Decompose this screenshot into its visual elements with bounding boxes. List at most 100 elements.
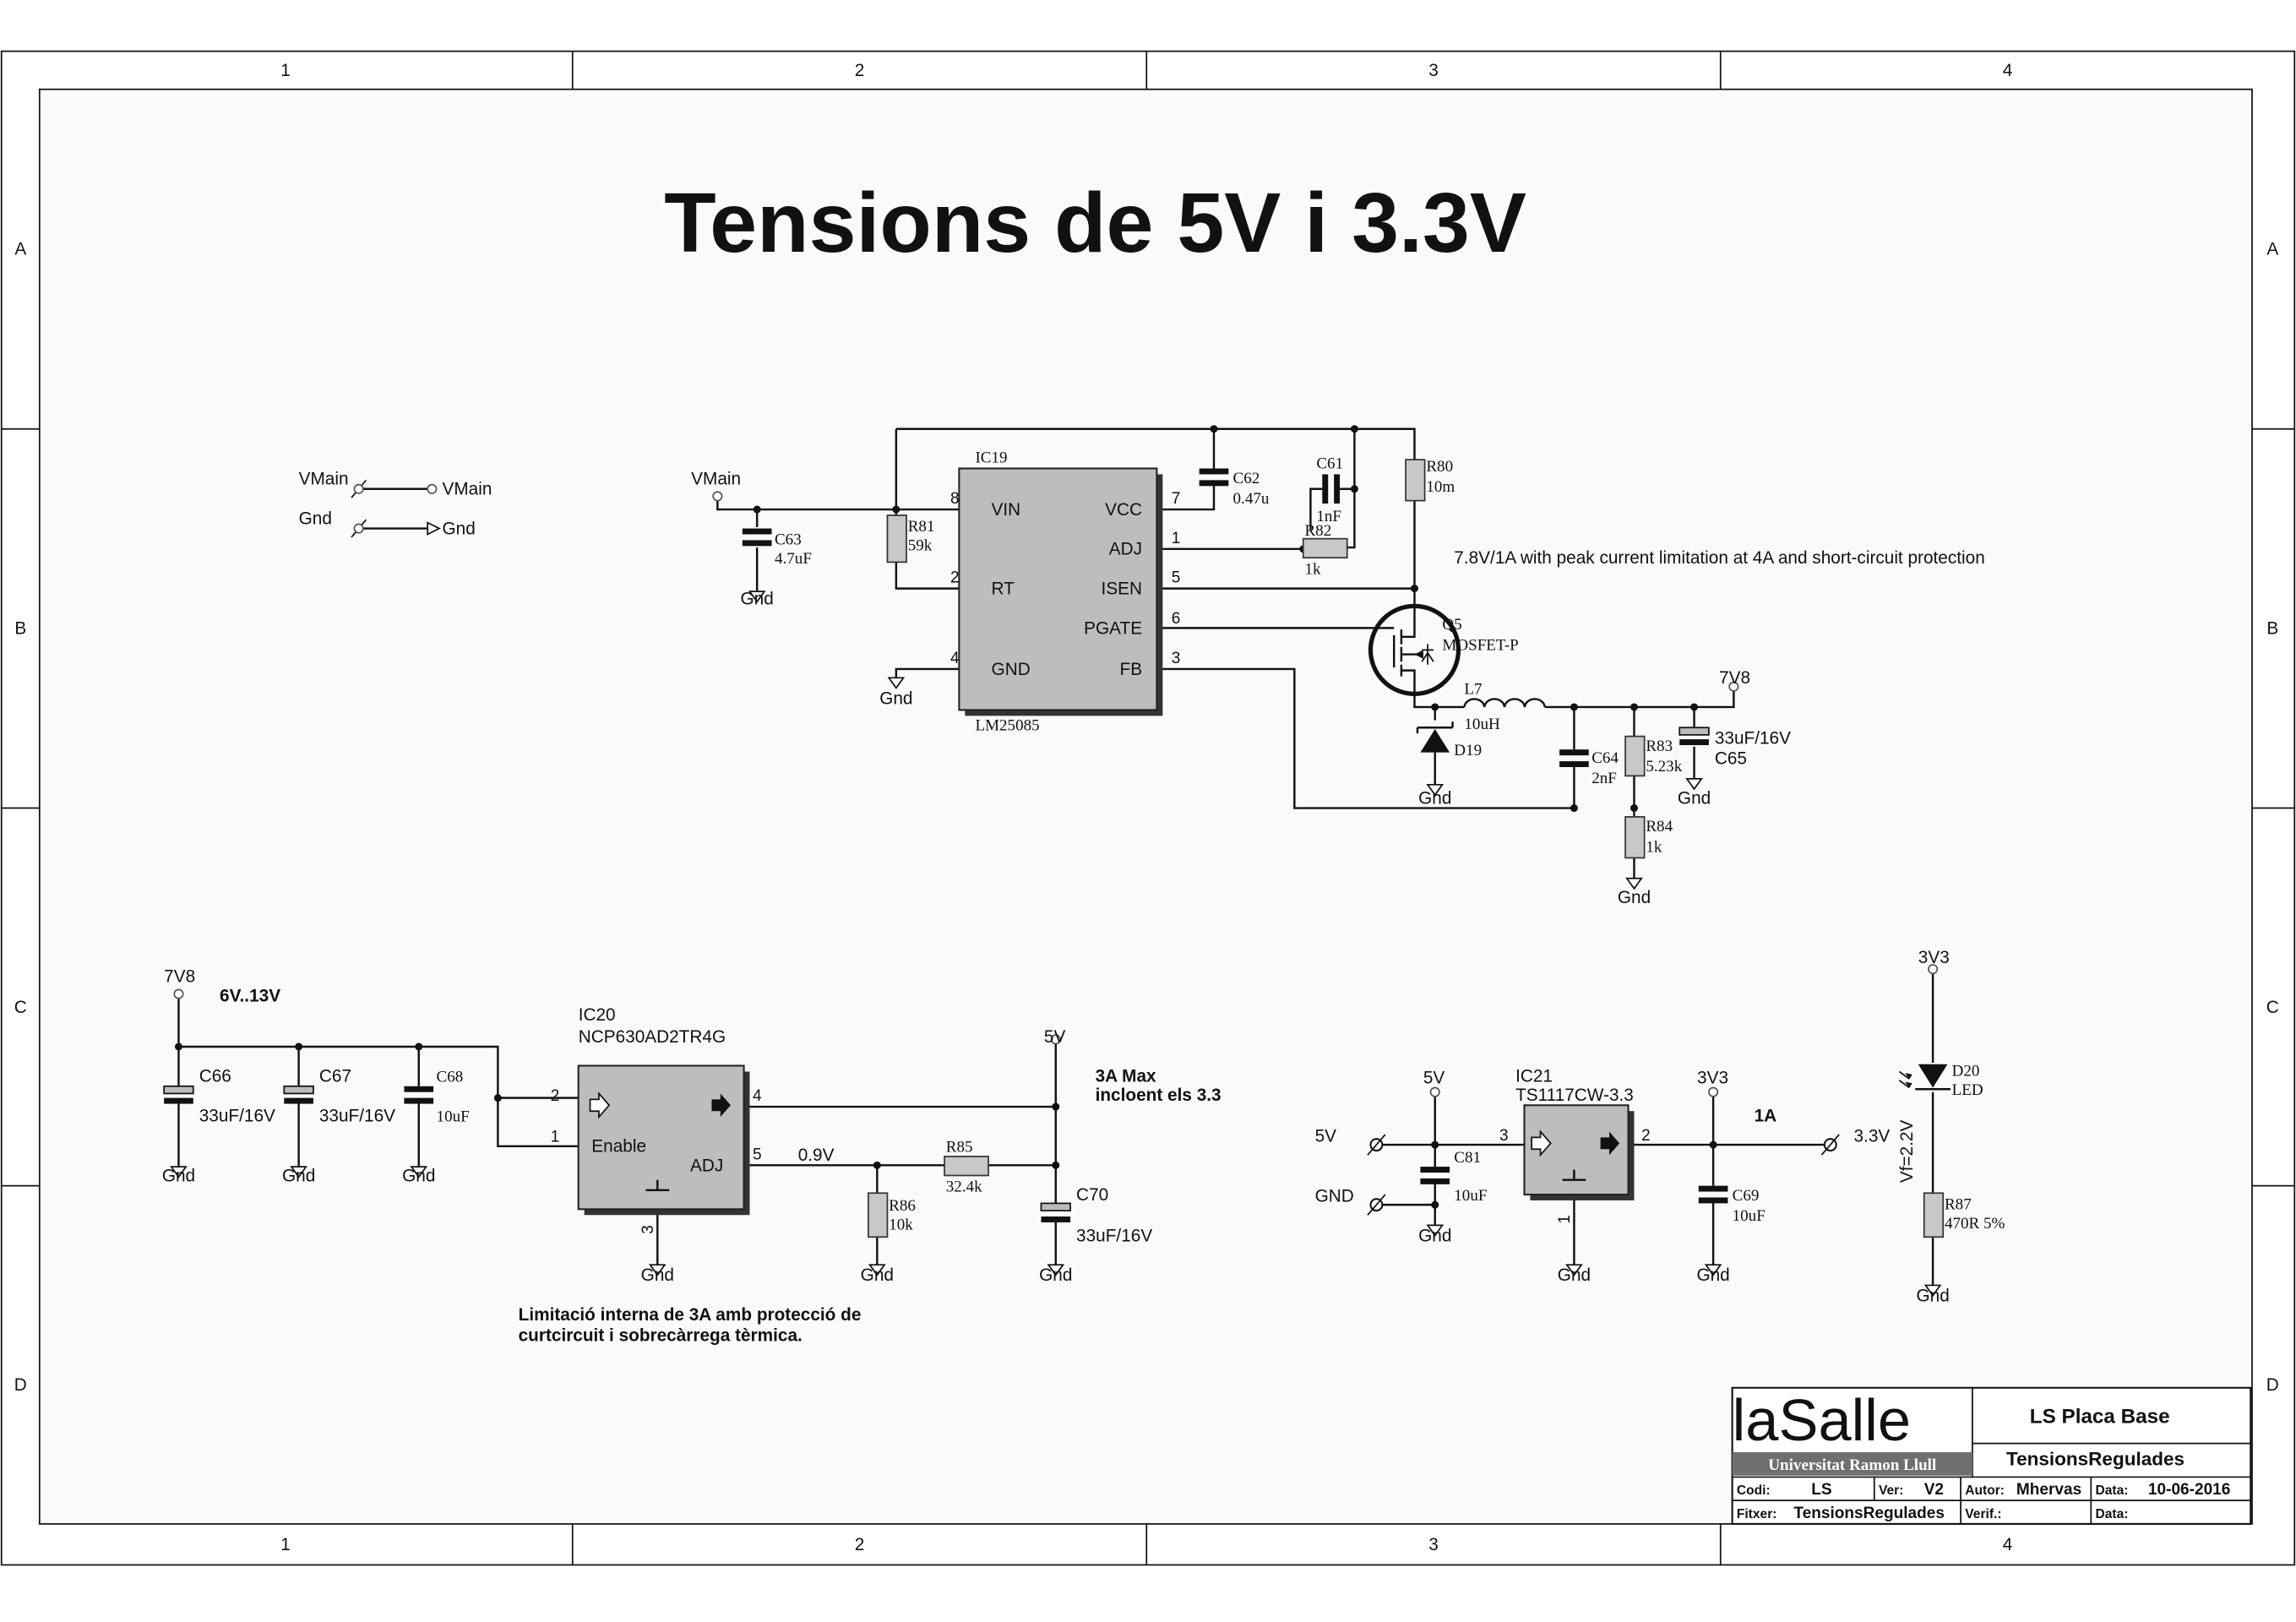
r81-value: 59k	[908, 537, 933, 555]
c63-value: 4.7uF	[775, 550, 812, 568]
ic20-pin5-name: ADJ	[690, 1156, 723, 1175]
ic19-pin2-num: 2	[950, 569, 960, 587]
c70-capacitor-icon	[1040, 1202, 1071, 1211]
gnd-d19-icon	[1426, 783, 1445, 797]
c63-capacitor-icon	[742, 528, 772, 535]
terminal-5v	[1367, 1134, 1386, 1156]
row-label-left-a: A	[14, 240, 26, 259]
3v3-flag-led-icon	[1928, 964, 1939, 975]
c81-capacitor-icon	[1420, 1167, 1450, 1173]
c69-ref: C69	[1733, 1187, 1760, 1205]
gnd-c81-label: Gnd	[1418, 1226, 1451, 1245]
ic20-pin5-num: 5	[753, 1146, 762, 1163]
gnd-ic20-label: Gnd	[641, 1265, 674, 1285]
ic20-input-arrow-icon	[589, 1091, 611, 1119]
data2-label: Data:	[2096, 1507, 2129, 1521]
gnd-c67-icon	[290, 1166, 307, 1178]
university-name: Universitat Ramon Llull	[1768, 1456, 1936, 1474]
gnd-c69-label: Gnd	[1696, 1265, 1729, 1285]
ic21-pin1-num: 1	[1556, 1215, 1574, 1224]
ic20-body	[577, 1064, 745, 1211]
gnd-ic21-label: Gnd	[1558, 1265, 1591, 1285]
ldo5-max-note-1: 3A Max	[1096, 1067, 1156, 1086]
r85-ref: R85	[946, 1139, 973, 1157]
gnd-d19-label: Gnd	[1418, 788, 1451, 808]
gnd-c68-label: Gnd	[402, 1166, 435, 1185]
ver-value: V2	[1924, 1481, 1944, 1499]
lasalle-logo: laSalle	[1733, 1387, 1911, 1453]
led-3v3-label: 3V3	[1918, 948, 1950, 967]
ldo33-3v3-label: 3V3	[1697, 1068, 1728, 1087]
c65-capacitor-icon	[1678, 727, 1710, 736]
c65-ref: C65	[1715, 749, 1747, 769]
r83-ref: R83	[1646, 738, 1673, 755]
gnd-ic20-icon	[648, 1264, 666, 1276]
ic21-input-arrow-icon	[1531, 1129, 1552, 1157]
ic20-pin1-num: 1	[551, 1129, 560, 1146]
ldo33-5v-label: 5V	[1423, 1068, 1445, 1087]
r85-value: 32.4k	[946, 1178, 982, 1196]
project-name: LS Placa Base	[2030, 1405, 2170, 1428]
global-ports: VMain VMain Gnd Gnd	[299, 470, 492, 539]
c63-ref: C63	[775, 531, 802, 549]
ic19-pin1-num: 1	[1172, 530, 1181, 547]
title-block: laSalle Universitat Ramon Llull LS Placa…	[1731, 1386, 2252, 1525]
r87-ref: R87	[1945, 1195, 1972, 1213]
ic19-body	[958, 467, 1158, 711]
ic21-pin3-num: 3	[1499, 1127, 1509, 1145]
ic19-pin5-name: ISEN	[1102, 580, 1143, 599]
ic20-part: NCP630AD2TR4G	[579, 1027, 726, 1047]
buck-vmain-label: VMain	[691, 470, 741, 489]
c81-ref: C81	[1454, 1149, 1481, 1167]
sheet-frame: 1 2 3 4 1 2 3 4 A B C D A B C D	[0, 50, 2296, 1566]
col-label-bottom-4: 4	[2003, 1535, 2013, 1554]
c61-capacitor-icon	[1322, 474, 1329, 504]
c68-value: 10uF	[437, 1108, 470, 1125]
ic19-pin8-name: VIN	[992, 500, 1021, 520]
ic21-ref: IC21	[1515, 1067, 1553, 1086]
d19-diode-icon	[1416, 721, 1454, 753]
l7-inductor-icon	[1463, 698, 1546, 708]
gnd-ic19-label: Gnd	[879, 689, 912, 709]
r80-resistor-icon	[1405, 459, 1426, 502]
gnd-ic21-icon	[1565, 1264, 1583, 1276]
fitxer-value: TensionsRegulades	[1793, 1505, 1945, 1522]
codi-label: Codi:	[1737, 1483, 1771, 1498]
gnd-c65-label: Gnd	[1678, 788, 1711, 808]
gnd-r87-icon	[1923, 1284, 1942, 1298]
row-label-right-c: C	[2266, 998, 2279, 1017]
r87-value: 470R 5%	[1945, 1215, 2005, 1233]
ic19-pin3-num: 3	[1172, 650, 1181, 667]
gnd-r86-label: Gnd	[861, 1265, 894, 1285]
ic19-pin3-name: FB	[1120, 660, 1143, 679]
ldo-3v3-section: 5V 3V3 5V GND 3.3V 1A IC21 TS1117CW-3.3 …	[1315, 1067, 1891, 1286]
ldo5-max-note-2: incloent els 3.3	[1096, 1086, 1221, 1105]
buck-7v8-label: 7V8	[1719, 668, 1750, 688]
ic20-ref: IC20	[579, 1005, 616, 1025]
ic19-pin6-num: 6	[1172, 610, 1181, 628]
r80-value: 10m	[1426, 478, 1455, 496]
fitxer-label: Fitxer:	[1737, 1507, 1777, 1521]
ic20-pin2-num: 2	[551, 1087, 560, 1105]
ic19-pin4-name: GND	[992, 660, 1031, 679]
terminal-gnd	[1367, 1194, 1386, 1216]
gnd-c68-icon	[410, 1166, 428, 1178]
col-label-top-4: 4	[2003, 61, 2013, 80]
l7-ref: L7	[1464, 680, 1482, 698]
c70-value: 33uF/16V	[1076, 1226, 1152, 1245]
autor-value: Mhervas	[2016, 1481, 2081, 1499]
c62-capacitor-icon	[1199, 468, 1229, 475]
c67-ref: C67	[319, 1067, 351, 1086]
ic19-pin7-name: VCC	[1105, 500, 1142, 520]
row-label-right-b: B	[2266, 618, 2278, 638]
gnd-r84-icon	[1625, 877, 1643, 890]
q5-ref: Q5	[1442, 616, 1461, 634]
r81-resistor-icon	[886, 514, 907, 563]
vmain-net-flag-icon	[712, 491, 723, 502]
ic19-pin8-num: 8	[950, 490, 960, 508]
led-vf: Vf=2.2V	[1897, 1119, 1917, 1183]
c64-ref: C64	[1591, 749, 1619, 767]
ldo33-current: 1A	[1755, 1106, 1777, 1125]
gnd-c63-label: Gnd	[741, 590, 774, 609]
